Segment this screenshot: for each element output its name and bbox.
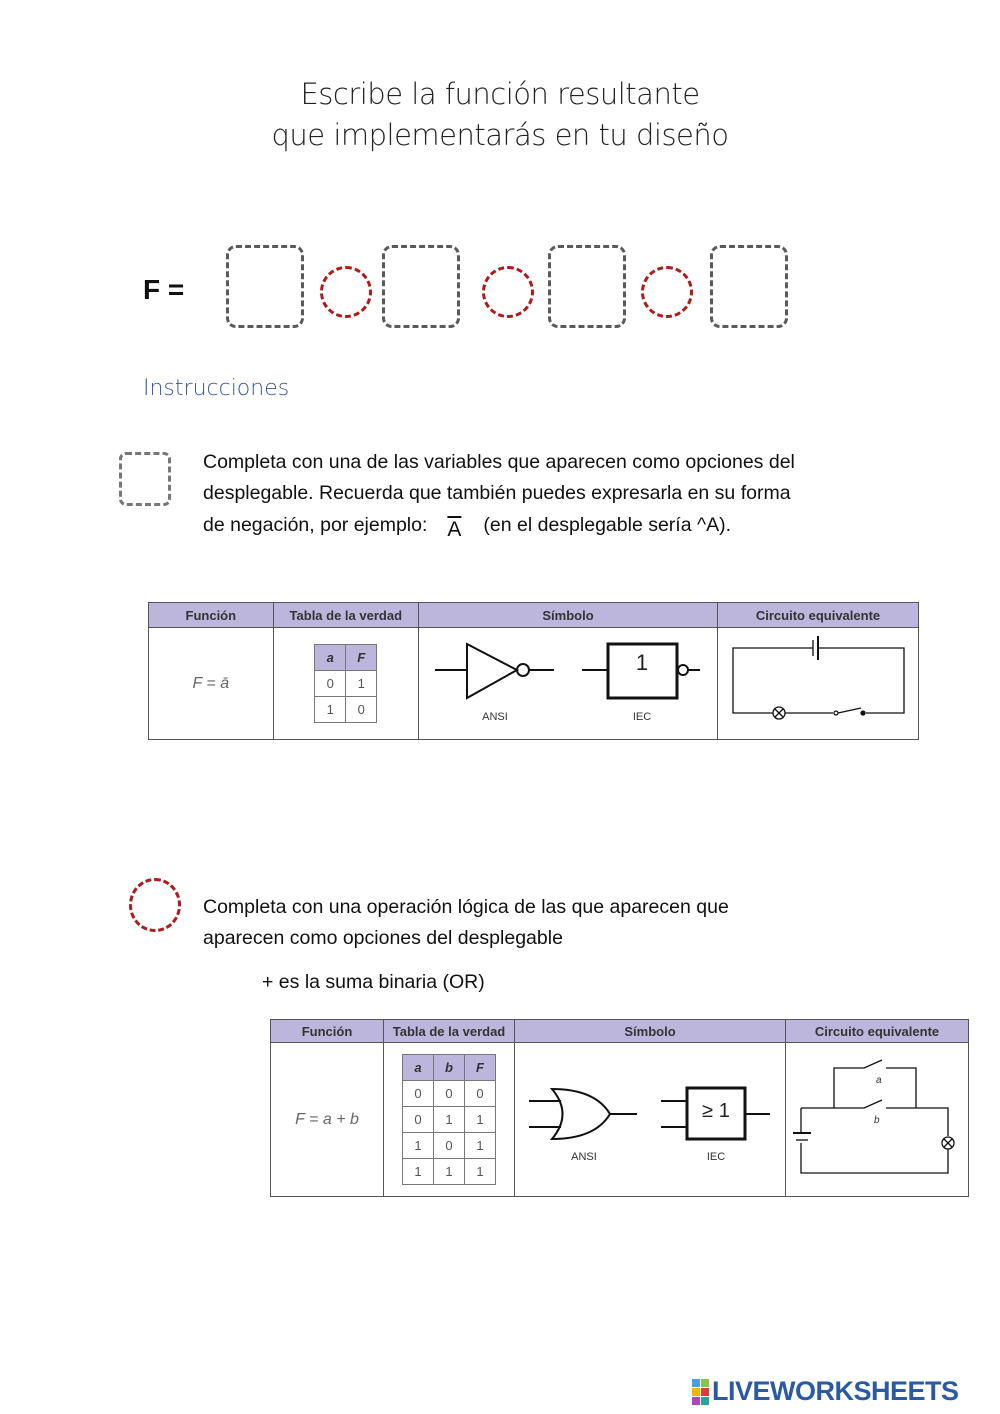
iec-label: ≥ 1 <box>702 1100 730 1122</box>
header-cell: Tabla de la verdad <box>272 602 420 628</box>
symbol-cell: ≥ 1 ANSI IEC <box>514 1042 786 1197</box>
operator-slot-2[interactable] <box>482 266 534 318</box>
page-title: Escribe la función resultante que implem… <box>0 74 1000 156</box>
iec-label: 1 <box>636 650 648 675</box>
circuit-cell: a b <box>785 1042 969 1197</box>
text-line: de negación, por ejemplo: A (en el despleg… <box>203 509 795 541</box>
tt-cell: 1 <box>345 670 378 697</box>
tt-cell: 1 <box>464 1106 496 1133</box>
title-line-2: que implementarás en tu diseño <box>271 118 729 152</box>
header-cell: Símbolo <box>514 1019 786 1043</box>
function-cell: F = ā <box>148 627 274 740</box>
header-cell: Tabla de la verdad <box>383 1019 515 1043</box>
text-line: Completa con una operación lógica de las… <box>203 896 729 918</box>
not-gate-table: Función Tabla de la verdad Símbolo Circu… <box>148 602 919 740</box>
or-note: + es la suma binaria (OR) <box>262 971 485 993</box>
or-circuit-diagram: a b <box>793 1059 955 1174</box>
text-line: Completa con una de las variables que ap… <box>203 451 795 473</box>
variable-instructions: Completa con una de las variables que ap… <box>203 447 795 541</box>
operator-slot-3[interactable] <box>641 266 693 318</box>
tt-cell: 0 <box>314 670 347 697</box>
tt-cell: 0 <box>402 1106 434 1133</box>
tt-cell: 0 <box>433 1080 465 1107</box>
header-cell: Circuito equivalente <box>717 602 919 628</box>
header-cell: Símbolo <box>418 602 718 628</box>
operator-slot-legend-icon <box>129 878 181 932</box>
tt-header: a <box>402 1054 434 1081</box>
title-line-1: Escribe la función resultante <box>300 77 700 111</box>
text-line: aparecen como opciones del desplegable <box>203 927 563 949</box>
circuit-cell <box>717 627 919 740</box>
text-line: desplegable. Recuerda que también puedes… <box>203 482 791 504</box>
liveworksheets-logo: LIVEWORKSHEETS <box>692 1376 959 1407</box>
tt-cell: 1 <box>402 1132 434 1159</box>
negated-variable-example: A <box>447 518 462 541</box>
tt-cell: 1 <box>433 1158 465 1185</box>
operator-instructions: Completa con una operación lógica de las… <box>203 892 729 954</box>
symbol-cell: 1 ANSI IEC <box>418 627 718 740</box>
text: de negación, por ejemplo: <box>203 514 428 536</box>
ansi-label: ANSI <box>571 1151 597 1163</box>
iec-caption: IEC <box>707 1151 725 1163</box>
header-cell: Circuito equivalente <box>785 1019 969 1043</box>
tt-header: F <box>464 1054 496 1081</box>
variable-slot-legend-icon <box>119 452 171 506</box>
header-cell: Función <box>148 602 274 628</box>
tt-cell: 1 <box>314 696 347 723</box>
switch-a-label: a <box>876 1075 882 1086</box>
tt-header: b <box>433 1054 465 1081</box>
tt-cell: 0 <box>345 696 378 723</box>
tt-cell: 0 <box>402 1080 434 1107</box>
tt-cell: 1 <box>464 1158 496 1185</box>
operator-slot-1[interactable] <box>320 266 372 318</box>
tt-cell: 1 <box>402 1158 434 1185</box>
iec-caption: IEC <box>633 711 651 723</box>
tt-cell: 1 <box>464 1132 496 1159</box>
instructions-heading: Instrucciones <box>143 376 290 401</box>
header-cell: Función <box>270 1019 384 1043</box>
tt-cell: 0 <box>433 1132 465 1159</box>
formula-label: F = <box>143 274 185 305</box>
ansi-label: ANSI <box>482 711 508 723</box>
or-gate-symbols: ≥ 1 ANSI IEC <box>529 1086 770 1163</box>
variable-slot-2[interactable] <box>382 245 460 328</box>
or-gate-table: Función Tabla de la verdad Símbolo Circu… <box>270 1019 969 1197</box>
variable-slot-1[interactable] <box>226 245 304 328</box>
logo-text: LIVEWORKSHEETS <box>712 1376 959 1406</box>
switch-b-label: b <box>874 1115 880 1126</box>
text: (en el desplegable sería ^A). <box>483 514 732 536</box>
tt-cell: 0 <box>464 1080 496 1107</box>
tt-cell: 1 <box>433 1106 465 1133</box>
not-circuit-diagram <box>732 636 905 720</box>
tt-header: F <box>345 644 378 671</box>
not-gate-symbols: 1 ANSI IEC <box>435 642 700 723</box>
logo-icon <box>692 1378 709 1405</box>
variable-slot-3[interactable] <box>548 245 626 328</box>
tt-header: a <box>314 644 347 671</box>
function-cell: F = a + b <box>270 1042 384 1197</box>
variable-slot-4[interactable] <box>710 245 788 328</box>
